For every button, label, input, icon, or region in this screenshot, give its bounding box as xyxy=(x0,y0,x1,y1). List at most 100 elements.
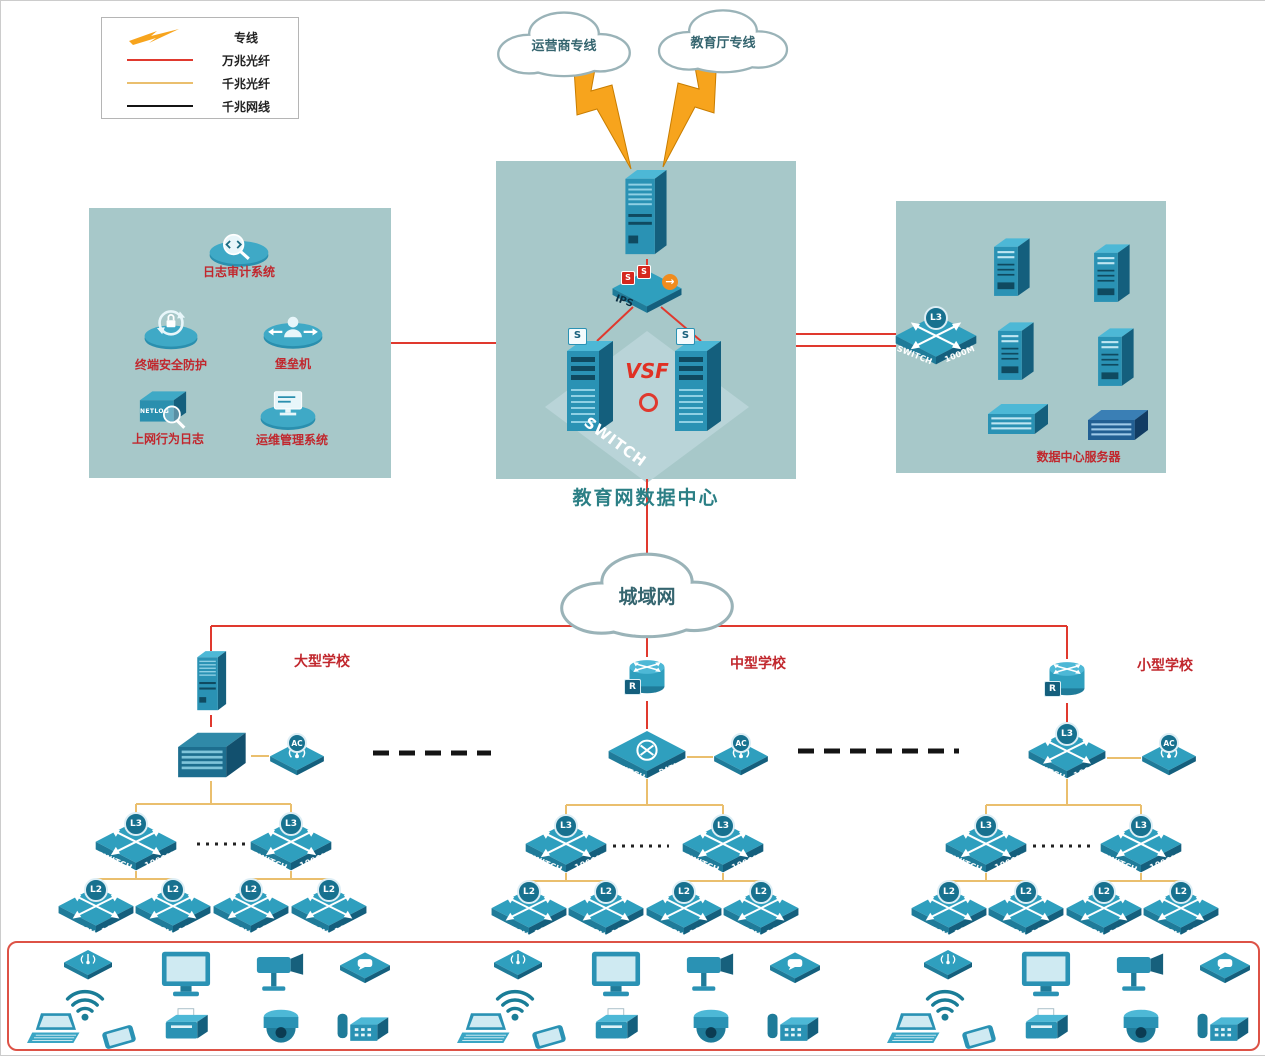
legend-row-1g-cable: 千兆网线 xyxy=(114,96,286,116)
core-firewall-device xyxy=(617,167,673,261)
laptop-icon xyxy=(457,1011,513,1047)
l3-badge: L3 xyxy=(279,812,303,836)
l2-badge: L2 xyxy=(1014,880,1038,904)
wireless-ap-icon xyxy=(493,949,543,981)
ptz-camera-icon xyxy=(1111,949,1169,997)
ips-arrow-icon: → xyxy=(662,274,678,290)
bastion-host-label: 堡垒机 xyxy=(274,357,311,371)
wireless-ap-icon xyxy=(63,949,113,981)
smartphone-icon xyxy=(97,1023,141,1051)
netlog-device-icon: NETLOG xyxy=(131,387,195,433)
server-tower xyxy=(987,235,1035,301)
printer-icon xyxy=(1017,1007,1073,1049)
printer-icon xyxy=(157,1007,213,1049)
terminal-protection-icon xyxy=(140,307,202,351)
server-icon xyxy=(991,319,1039,385)
cloud-isp: 运营商专线 xyxy=(488,7,640,81)
l2-badge: L2 xyxy=(317,878,341,902)
l3-badge: L3 xyxy=(1055,722,1079,746)
yellow-line-icon xyxy=(114,82,206,84)
cloud-man-label: 城域网 xyxy=(618,585,676,608)
red-line-icon xyxy=(114,59,206,61)
server-tower xyxy=(991,319,1039,385)
cloud-man: 城域网 xyxy=(539,547,755,643)
fax-phone-icon xyxy=(763,1011,821,1049)
l2-badge: L2 xyxy=(1092,880,1116,904)
l2-badge: L2 xyxy=(749,880,773,904)
desktop-icon xyxy=(1019,949,1073,999)
fax-phone-icon xyxy=(333,1011,391,1049)
smartphone-icon xyxy=(957,1023,1001,1051)
large-school-firewall xyxy=(189,649,233,715)
smartphone-icon xyxy=(97,1023,141,1051)
legend-row-10g-fiber: 万兆光纤 xyxy=(114,50,286,70)
cat-cable-dashed-lines xyxy=(373,748,959,756)
server-tower xyxy=(1091,325,1139,391)
dome-camera-icon xyxy=(1119,1007,1163,1049)
laptop-icon xyxy=(887,1011,943,1047)
l2-switch: L2 SWITCH 1000M xyxy=(57,878,135,938)
desktop-icon xyxy=(1019,949,1073,999)
voip-service-icon xyxy=(1199,951,1251,985)
ops-management-label: 运维管理系统 xyxy=(255,433,328,447)
rack-icon xyxy=(1083,405,1153,445)
legend-row-dedicated-line: 专线 xyxy=(114,27,286,47)
l2-badge: L2 xyxy=(239,878,263,902)
l2-badge: L2 xyxy=(594,880,618,904)
1g-fiber-lines xyxy=(95,755,1182,887)
l3-badge: L3 xyxy=(554,814,578,838)
wireless-ap-icon xyxy=(493,949,543,981)
wireless-ap-icon xyxy=(923,949,973,981)
l2-switch: L2 SWITCH 1000M xyxy=(987,880,1065,940)
rack-icon xyxy=(983,399,1053,439)
legend-row-1g-fiber: 千兆光纤 xyxy=(114,73,286,93)
voip-service-icon xyxy=(769,951,821,985)
l2-switch: L2 SWITCH 1000M xyxy=(490,880,568,940)
lightning-icon xyxy=(114,28,206,46)
l2-switch: L2 SWITCH 1000M xyxy=(1065,880,1143,940)
ptz-camera-icon xyxy=(1111,949,1169,997)
legend-label: 千兆光纤 xyxy=(221,76,270,91)
fax-phone-icon xyxy=(1193,1011,1251,1049)
dotted-links xyxy=(197,842,1096,848)
storage-rack xyxy=(983,399,1053,439)
desktop-icon xyxy=(589,949,643,999)
small-school-core-switch: L3 SWITCH 1000M xyxy=(1027,722,1107,782)
printer-icon xyxy=(587,1007,643,1049)
l2-switch: L2 SWITCH 1000M xyxy=(134,878,212,938)
server-panel-caption: 数据中心服务器 xyxy=(1036,450,1121,464)
dome-camera-icon xyxy=(1119,1007,1163,1049)
vsf-ring-icon xyxy=(639,393,658,412)
ips-s-badge: S xyxy=(637,265,651,279)
legend-label: 专线 xyxy=(233,30,258,45)
l3-switch: L3 SWITCH 1000M xyxy=(249,812,333,873)
l3-switch: L3 SWITCH 1000M xyxy=(944,814,1028,875)
fax-phone-icon xyxy=(333,1011,391,1049)
router-badge: R xyxy=(1044,681,1061,697)
l2-badge: L2 xyxy=(672,880,696,904)
smartphone-icon xyxy=(957,1023,1001,1051)
medium-school-ac: AC xyxy=(713,733,769,777)
l3-badge: L3 xyxy=(974,814,998,838)
medium-school-label: 中型学校 xyxy=(730,656,786,672)
smartphone-icon xyxy=(527,1023,571,1051)
smartphone-icon xyxy=(527,1023,571,1051)
fax-phone-icon xyxy=(1193,1011,1251,1049)
l2-switch: L2 SWITCH 1000M xyxy=(910,880,988,940)
desktop-icon xyxy=(159,949,213,999)
medium-school-core-switch: SWITCH DATA CENTER xyxy=(607,729,687,784)
voip-service-icon xyxy=(1199,951,1251,985)
netlog-label: 上网行为日志 xyxy=(131,432,204,446)
core-chassis-icon xyxy=(171,727,251,783)
legend-label: 万兆光纤 xyxy=(221,53,270,68)
terminal-protection-label: 终端安全防护 xyxy=(134,358,207,372)
legend: 专线 万兆光纤 千兆光纤 千兆网线 xyxy=(101,17,299,119)
stack-flag: S xyxy=(676,328,695,345)
dome-camera-icon xyxy=(259,1007,303,1049)
dome-camera-icon xyxy=(689,1007,733,1049)
wireless-ap-icon xyxy=(923,949,973,981)
server-farm-switch: L3 SWITCH 1000M xyxy=(894,306,978,367)
l3-switch: L3 SWITCH 1000M xyxy=(524,814,608,875)
small-school-router: R xyxy=(1042,657,1092,701)
